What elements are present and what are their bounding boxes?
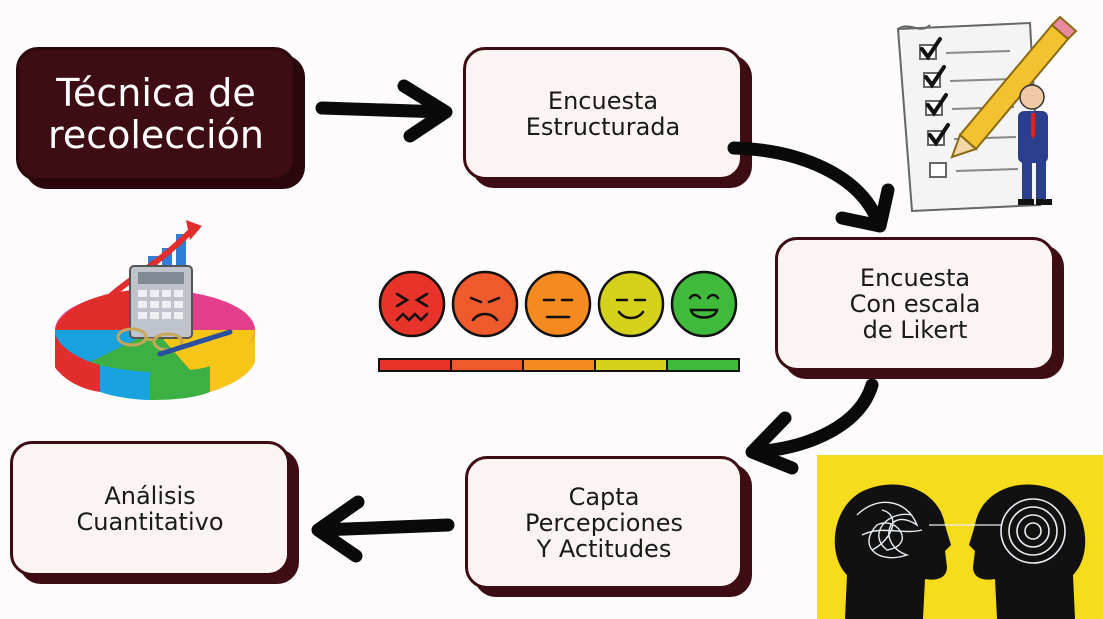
neutral-face-icon	[524, 270, 592, 338]
likert-survey-label: Encuesta Con escala de Likert	[849, 264, 981, 344]
pie-chart-calculator-icon	[55, 220, 255, 400]
structured-survey-box: Encuesta Estructurada	[463, 47, 743, 180]
perceptions-label: Capta Percepciones Y Actitudes	[525, 482, 683, 563]
technique-box: Técnica de recolección	[16, 47, 296, 181]
perceptions-box: Capta Percepciones Y Actitudes	[465, 456, 743, 589]
two-heads-icon	[817, 455, 1103, 619]
structured-survey-label: Encuesta Estructurada	[525, 86, 681, 141]
dissatisfied-face-icon	[451, 270, 519, 338]
arrow-structured-to-likert	[727, 141, 895, 233]
arrow-perceptions-to-analysis	[311, 495, 455, 563]
very-dissatisfied-face-icon	[378, 270, 446, 338]
checklist-with-pencil-icon	[896, 15, 1078, 213]
satisfaction-scale	[378, 270, 740, 372]
technique-label: Técnica de recolección	[48, 71, 264, 157]
analysis-box: Análisis Cuantitativo	[10, 441, 290, 576]
arrow-technique-to-structured	[315, 79, 453, 143]
analysis-label: Análisis Cuantitativo	[76, 481, 224, 536]
very-satisfied-face-icon	[670, 270, 738, 338]
likert-survey-box: Encuesta Con escala de Likert	[775, 237, 1055, 371]
satisfied-face-icon	[597, 270, 665, 338]
